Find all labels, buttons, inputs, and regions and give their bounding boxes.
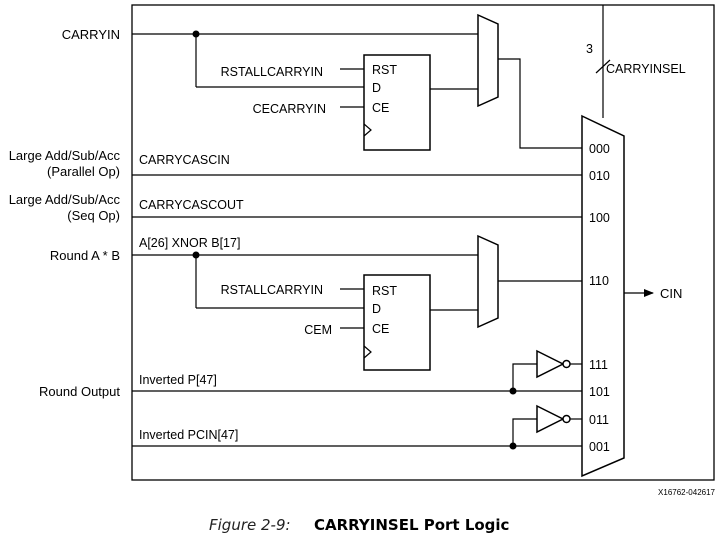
label-carrycascin: CARRYCASCIN (139, 153, 230, 167)
mux-input-111: 111 (589, 358, 608, 372)
register-bottom-rst-pin: RST (372, 284, 397, 298)
label-rstallcarryin-top: RSTALLCARRYIN (221, 65, 323, 79)
register-round (363, 274, 431, 371)
register-top-ce-pin: CE (372, 101, 389, 115)
wire-inverted-pcin47-up (512, 418, 537, 446)
bus-slash-icon (595, 59, 611, 74)
mux-carryin-select (477, 13, 499, 108)
input-large-add-seq-line1: Large Add/Sub/Acc (9, 192, 121, 207)
label-a26-xnor-b17: A[26] XNOR B[17] (139, 236, 240, 250)
input-round-ab: Round A * B (50, 248, 120, 263)
label-carryinsel-width: 3 (586, 42, 593, 56)
input-large-add-seq-line2: (Seq Op) (67, 208, 120, 223)
wire-inverted-p47-up (512, 363, 537, 391)
register-bottom-ce-pin: CE (372, 322, 389, 336)
input-large-add-parallel-line2: (Parallel Op) (47, 164, 120, 179)
mux-round-select (477, 234, 499, 329)
input-large-add-parallel-line1: Large Add/Sub/Acc (9, 148, 121, 163)
mux-input-001: 001 (589, 440, 610, 454)
mux-carryinsel (581, 114, 625, 478)
inverter-pcin47-bubble-icon (562, 414, 571, 424)
label-carryinsel: CARRYINSEL (606, 62, 686, 76)
register-top-clock-icon (363, 123, 372, 137)
mux-input-011: 011 (589, 413, 609, 427)
register-top-rst-pin: RST (372, 63, 397, 77)
mux-input-101: 101 (589, 385, 610, 399)
inverter-pcin47-icon (536, 404, 565, 434)
register-bottom-clock-icon (363, 345, 372, 359)
register-top-d-pin: D (372, 81, 381, 95)
label-rstallcarryin-bottom: RSTALLCARRYIN (221, 283, 323, 297)
inverter-p47-bubble-icon (562, 359, 571, 369)
mux-input-110: 110 (589, 274, 609, 288)
label-inverted-pcin47: Inverted PCIN[47] (139, 428, 238, 442)
label-carrycascout: CARRYCASCOUT (139, 198, 244, 212)
caption-label: Figure 2-9: (209, 516, 291, 534)
label-cecarryin: CECARRYIN (253, 102, 326, 116)
mux-input-100: 100 (589, 211, 610, 225)
mux-input-010: 010 (589, 169, 610, 183)
figure-id: X16762-042617 (658, 488, 715, 497)
label-cem: CEM (304, 323, 332, 337)
register-carryin (363, 54, 431, 151)
wire-mux-top-out (498, 58, 582, 149)
label-cin: CIN (660, 286, 682, 301)
mux-input-000: 000 (589, 142, 610, 156)
register-bottom-d-pin: D (372, 302, 381, 316)
input-carryin: CARRYIN (62, 27, 120, 42)
caption-title: CARRYINSEL Port Logic (314, 516, 509, 534)
input-round-output: Round Output (39, 384, 120, 399)
inverter-p47-icon (536, 349, 565, 379)
label-inverted-p47: Inverted P[47] (139, 373, 217, 387)
